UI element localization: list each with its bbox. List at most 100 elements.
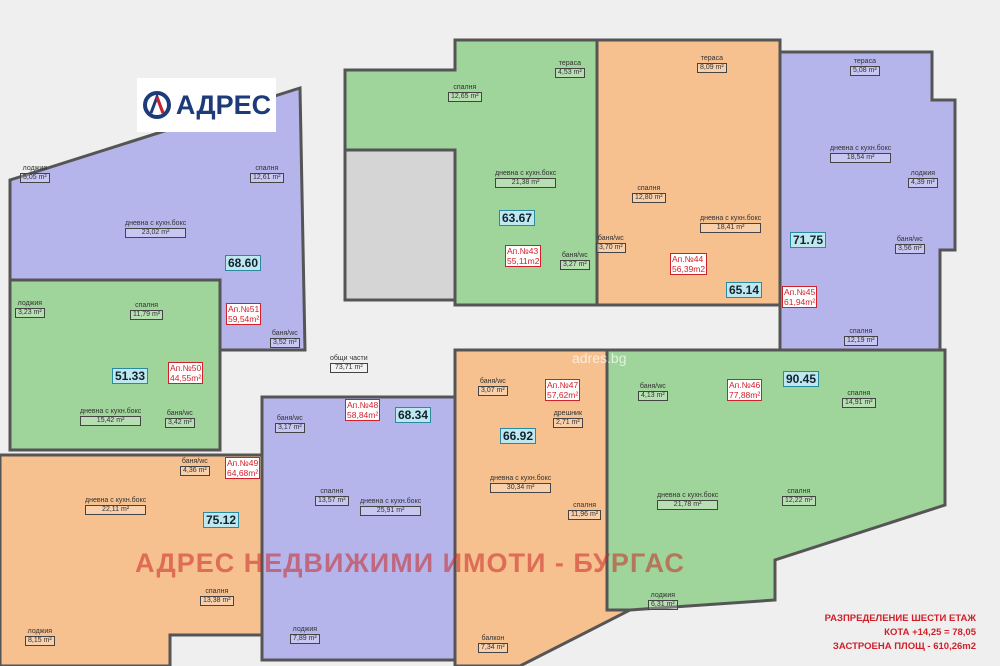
room-name: дневна с кухн.бокс xyxy=(125,220,187,227)
apartment-number: Ап.№49 xyxy=(227,458,259,468)
apartment-45-area xyxy=(778,50,957,352)
room-name: тераса xyxy=(853,58,876,65)
apartment-total-area: 90.45 xyxy=(783,371,820,387)
apartment-area: 59,54m² xyxy=(228,314,260,324)
room-name: спалня xyxy=(849,328,873,335)
room-area: 18,54 m² xyxy=(830,153,892,163)
room-name: дневна с кухн.бокс xyxy=(490,475,552,482)
room-name: баня/wc xyxy=(166,410,193,417)
apartment-number: Ап.№50 xyxy=(170,363,202,373)
room-area: 4,13 m² xyxy=(638,391,668,401)
room-area: 5,05 m² xyxy=(20,173,50,183)
room-name: спалня xyxy=(205,588,229,595)
floor-title: РАЗПРЕДЕЛЕНИЕ ШЕСТИ ЕТАЖ xyxy=(824,613,976,624)
room-name: дневна с кухн.бокс xyxy=(657,492,719,499)
apartment-area: 55,11m2 xyxy=(507,256,540,266)
apartment-50-area xyxy=(8,278,222,452)
room-name: дневна с кухн.бокс xyxy=(85,497,147,504)
room-area: 22,11 m² xyxy=(85,505,147,515)
room-name: тераса xyxy=(700,55,723,62)
room-name: спалня xyxy=(453,84,477,91)
watermark: АДРЕС НЕДВИЖИМИ ИМОТИ - БУРГАС xyxy=(135,548,685,578)
room-name: дневна с кухн.бокс xyxy=(495,170,557,177)
room-name: дневна с кухн.бокс xyxy=(80,408,142,415)
apartment-total-area: 75.12 xyxy=(203,512,240,528)
apartment-total-area: 68.60 xyxy=(225,255,262,271)
room-name: лоджия xyxy=(910,170,936,177)
apartment-area: 44,55m² xyxy=(170,373,202,383)
apartment-number: Ап.№46 xyxy=(729,380,761,390)
room-area: 7,34 m² xyxy=(478,643,508,653)
room-area: 13,38 m² xyxy=(200,596,234,606)
room-area: 11,96 m² xyxy=(568,510,602,520)
logo-text: АДРЕС xyxy=(175,89,272,120)
room-name: спалня xyxy=(787,488,811,495)
apartment-number: Ап.№47 xyxy=(547,380,579,390)
room-name: спалня xyxy=(637,185,661,192)
room-area: 4,36 m² xyxy=(180,466,210,476)
room-area: 18,41 m² xyxy=(700,223,762,233)
room-area: 3,52 m² xyxy=(270,338,300,348)
room-name: баня/wc xyxy=(276,415,303,422)
room-area: 8,09 m² xyxy=(697,63,727,73)
room-name: баня/wc xyxy=(597,235,624,242)
room-name: дневна с кухн.бокс xyxy=(830,145,892,152)
room-area: 4,39 m² xyxy=(908,178,938,188)
room-name: лоджия xyxy=(650,592,676,599)
apartment-total-area: 71.75 xyxy=(790,232,827,248)
room-area: 25,91 m² xyxy=(360,506,422,516)
room-area: 4,53 m² xyxy=(555,68,585,78)
apartment-area: 57,62m² xyxy=(547,390,579,400)
room-area: 30,34 m² xyxy=(490,483,552,493)
room-name: баня/wc xyxy=(896,236,923,243)
apartment-46-area xyxy=(605,348,947,612)
apartment-area: 58,84m² xyxy=(347,410,379,420)
room-area: 23,02 m² xyxy=(125,228,187,238)
room-area: 21,78 m² xyxy=(657,500,719,510)
room-name: спалня xyxy=(255,165,279,172)
room-area: 3,42 m² xyxy=(165,418,195,428)
room-area: 7,89 m² xyxy=(290,634,320,644)
stair-core xyxy=(343,148,457,302)
room-name: дневна с кухн.бокс xyxy=(700,215,762,222)
apartment-number: Ап.№51 xyxy=(228,304,260,314)
apartment-number: Ап.№48 xyxy=(347,400,379,410)
apartment-total-area: 68.34 xyxy=(395,407,432,423)
room-area: 2,71 m² xyxy=(553,418,583,428)
room-name: спалня xyxy=(320,488,344,495)
room-name: тераса xyxy=(558,60,581,67)
room-name: спалня xyxy=(135,302,159,309)
room-name: лоджия xyxy=(17,300,43,307)
room-area: 15,42 m² xyxy=(80,416,142,426)
room-name: спалня xyxy=(847,390,871,397)
floor-info: РАЗПРЕДЕЛЕНИЕ ШЕСТИ ЕТАЖ КОТА +14,25 = 7… xyxy=(825,612,976,654)
